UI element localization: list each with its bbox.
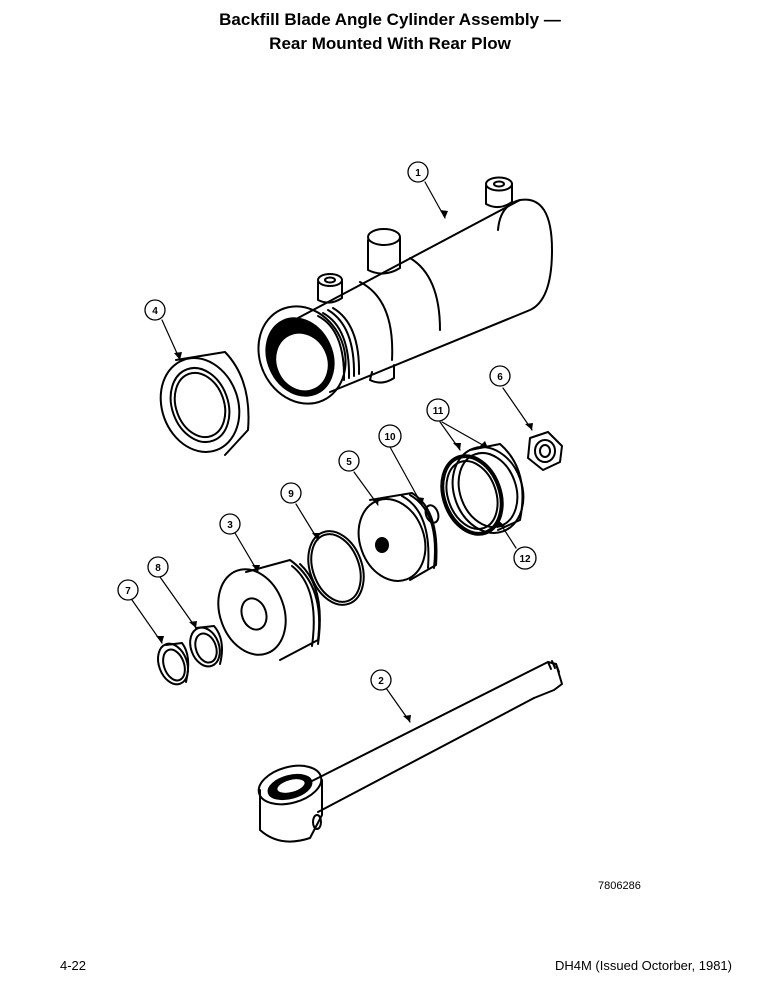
callout-1: 1 (407, 161, 429, 183)
callout-7: 7 (117, 579, 139, 601)
cylinder-barrel (257, 176, 553, 405)
callout-9: 9 (280, 482, 302, 504)
callout-leaders (131, 181, 533, 723)
port-front (317, 273, 343, 304)
callout-12: 12 (513, 546, 537, 570)
callout-11: 11 (426, 398, 450, 422)
callout-3: 3 (219, 513, 241, 535)
hex-nut (527, 431, 563, 471)
piston-rod (257, 660, 563, 843)
svg-text:1: 1 (415, 168, 421, 179)
svg-text:10: 10 (384, 432, 396, 443)
callout-5: 5 (338, 450, 360, 472)
svg-text:2: 2 (378, 676, 384, 687)
svg-text:11: 11 (433, 406, 444, 417)
page-number: 4-22 (60, 958, 87, 973)
o-ring (307, 530, 365, 606)
title-line-2: Rear Mounted With Rear Plow (269, 34, 511, 53)
svg-text:3: 3 (227, 520, 233, 531)
document-reference: DH4M (Issued Octorber, 1981) (554, 958, 732, 973)
svg-text:4: 4 (152, 306, 158, 317)
callout-8: 8 (147, 556, 169, 578)
callout-4: 4 (144, 299, 166, 321)
callout-10: 10 (378, 424, 402, 448)
seal-rings (440, 443, 525, 536)
small-o-ring (424, 504, 440, 524)
gland-nut (159, 351, 250, 456)
svg-text:5: 5 (346, 457, 352, 468)
title-line-1: Backfill Blade Angle Cylinder Assembly — (219, 10, 561, 29)
retainer-ring (157, 642, 190, 686)
wiper-seal (189, 625, 223, 668)
port-rear (485, 176, 513, 208)
svg-text:7: 7 (125, 586, 131, 597)
callout-2: 2 (370, 669, 392, 691)
svg-text:9: 9 (288, 489, 294, 500)
callout-6: 6 (489, 365, 511, 387)
callout-arrowheads (156, 210, 533, 722)
figure-code: 7806286 (598, 880, 641, 892)
svg-text:12: 12 (519, 554, 531, 565)
svg-text:6: 6 (497, 372, 503, 383)
piston-head (217, 559, 321, 661)
svg-text:8: 8 (155, 563, 161, 574)
page-title: Backfill Blade Angle Cylinder Assembly —… (0, 8, 780, 56)
